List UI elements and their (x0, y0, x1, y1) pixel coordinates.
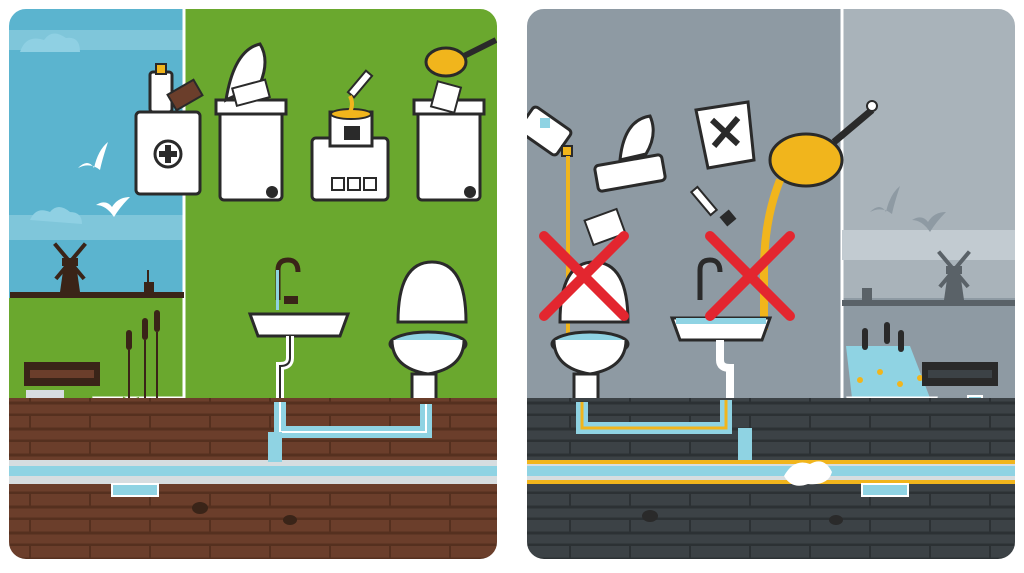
seagull-icon (78, 142, 130, 217)
panel-correct (8, 8, 498, 560)
windmill-icon (842, 250, 1016, 306)
toilet-icon (550, 260, 630, 402)
wipes-pack-icon (583, 114, 667, 247)
sink-icon (669, 257, 773, 402)
paint-chemical-box-icon (310, 69, 390, 202)
paint-bucket-icon (689, 100, 756, 227)
sink-icon (247, 257, 351, 406)
prohibited-cross-icon (539, 231, 629, 321)
wipe-blockage (784, 461, 832, 486)
panel-incorrect (526, 8, 1016, 560)
oil-bin-icon (412, 37, 498, 202)
toilet-icon (388, 260, 468, 402)
wipes-bin-icon (214, 42, 288, 202)
cloud-icon (20, 33, 80, 52)
medicine-bag-icon (134, 63, 204, 196)
windmill-icon (10, 242, 184, 298)
prohibited-cross-icon (705, 231, 795, 321)
seagull-icon (870, 186, 946, 232)
